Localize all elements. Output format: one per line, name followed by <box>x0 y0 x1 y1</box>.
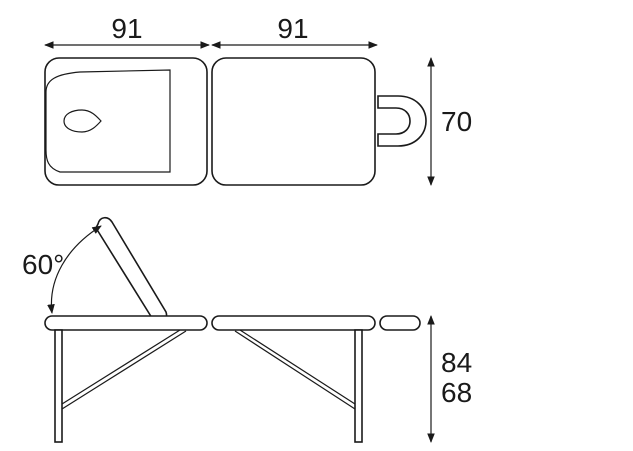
dim-label-height-max: 84 <box>441 347 472 378</box>
headrest-u-shape <box>377 95 427 147</box>
backrest-raised <box>95 216 168 322</box>
table-section-head <box>44 57 208 186</box>
side-section-foot <box>211 315 376 331</box>
dim-label-height-min: 68 <box>441 377 472 408</box>
face-hole <box>63 109 102 133</box>
brace-left-inner <box>61 330 187 410</box>
side-view: 60° 84 68 <box>22 216 472 443</box>
brace-right-inner <box>234 330 356 410</box>
table-section-foot <box>211 57 376 186</box>
side-section-head <box>44 315 208 331</box>
leg-right <box>354 329 363 443</box>
brace-left <box>61 329 181 405</box>
face-pad-outline <box>45 69 171 173</box>
angle-label: 60° <box>22 249 64 280</box>
side-headrest <box>379 315 421 331</box>
leg-left <box>54 329 63 443</box>
brace-right <box>239 329 356 405</box>
dim-label-section-2: 91 <box>277 13 308 44</box>
dim-label-section-1: 91 <box>111 13 142 44</box>
angle-arc <box>47 225 102 314</box>
dim-label-width: 70 <box>441 106 472 137</box>
top-view: 91 91 70 <box>44 13 472 186</box>
